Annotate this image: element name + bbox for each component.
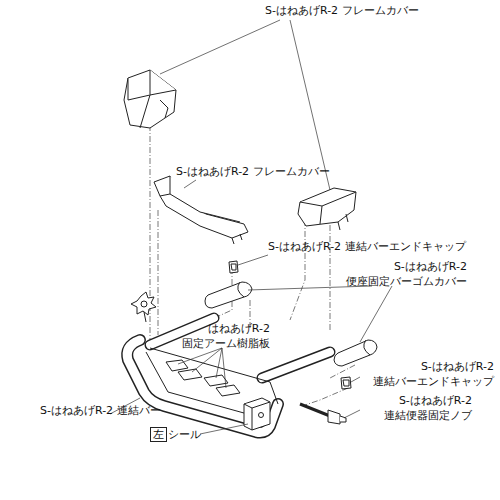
part-name: はねあげR-2 固定アーム樹脂板 xyxy=(150,322,270,352)
assembly-axis xyxy=(150,125,355,405)
boxed-text: 左 xyxy=(150,427,167,442)
part-name: S-はねあげR-2 フレームカバー xyxy=(176,165,330,180)
frame-cover xyxy=(298,188,356,230)
part-name: S-はねあげR-2 連結便器固定ノブ xyxy=(342,394,472,424)
part-name: S-はねあげR-2 連結バーエンドキャップ xyxy=(268,240,466,255)
fixing-knob xyxy=(300,404,346,424)
star-knob xyxy=(131,292,156,322)
frame-cover xyxy=(154,176,248,244)
seal-tag: 左シール xyxy=(150,427,201,442)
tag-text: シール xyxy=(168,427,201,442)
frame-cover xyxy=(124,70,176,128)
leader-line xyxy=(110,20,392,434)
part-name: S-はねあげR-2 連結バーエンドキャップ xyxy=(354,360,494,390)
part-name: S-はねあげR-2 連結バー xyxy=(40,404,161,419)
part-name: S-はねあげR-2 フレームカバー xyxy=(265,4,419,19)
part-name: S-はねあげR-2 便座固定バーゴムカバー xyxy=(317,260,467,290)
